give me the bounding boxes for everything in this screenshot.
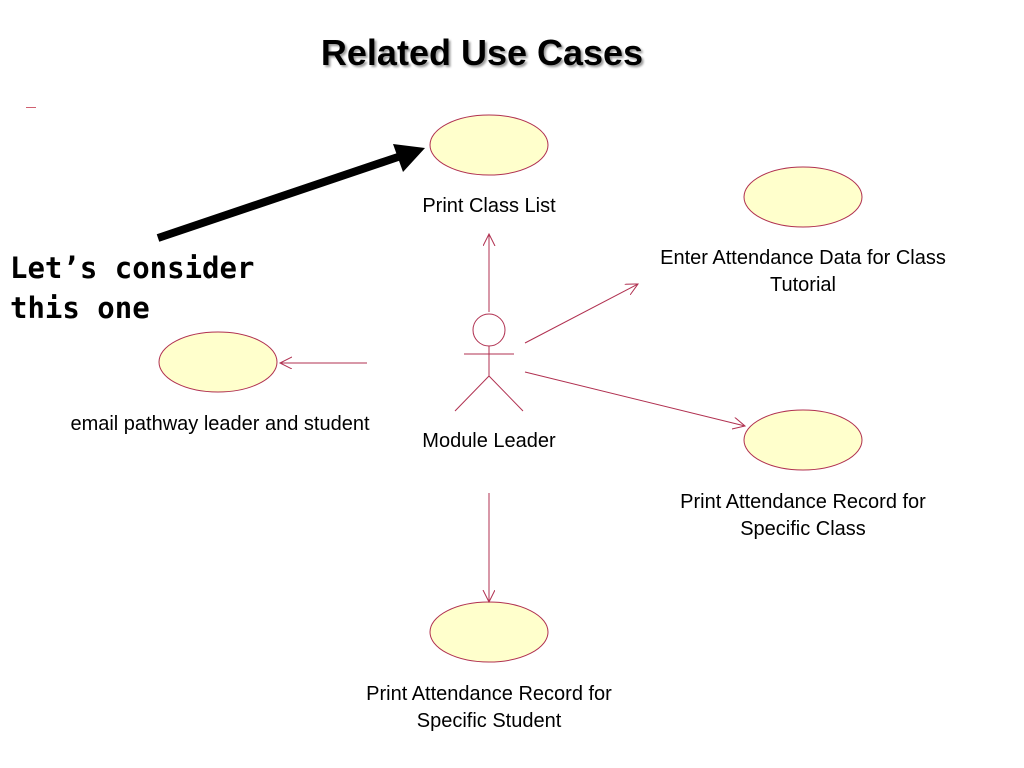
use-case-print-record-class-label: Print Attendance Record for Specific Cla… (680, 491, 926, 540)
use-case-enter-attendance-label: Enter Attendance Data for Class Tutorial (660, 247, 946, 296)
use-case-email-leader-ellipse (158, 331, 278, 393)
use-case-print-record-class-ellipse (743, 409, 863, 471)
stray-mark (26, 107, 36, 108)
association-print-record-class (524, 371, 745, 426)
callout-text: Let’s consider this one (10, 251, 255, 325)
use-case-print-class-list-ellipse (429, 114, 549, 176)
association-enter-attendance (524, 284, 638, 344)
actor-label: Module Leader (422, 430, 556, 452)
use-case-email-leader-label: email pathway leader and student (70, 413, 370, 435)
use-case-print-record-student-ellipse (429, 601, 549, 663)
use-case-print-record-student-label: Print Attendance Record for Specific Stu… (366, 683, 612, 732)
use-case-print-class-list-label: Print Class List (422, 195, 556, 217)
callout-arrow (156, 144, 425, 242)
slide-title: Related Use Cases (320, 32, 644, 73)
use-case-enter-attendance-ellipse (743, 166, 863, 228)
actor-figure (454, 313, 524, 412)
